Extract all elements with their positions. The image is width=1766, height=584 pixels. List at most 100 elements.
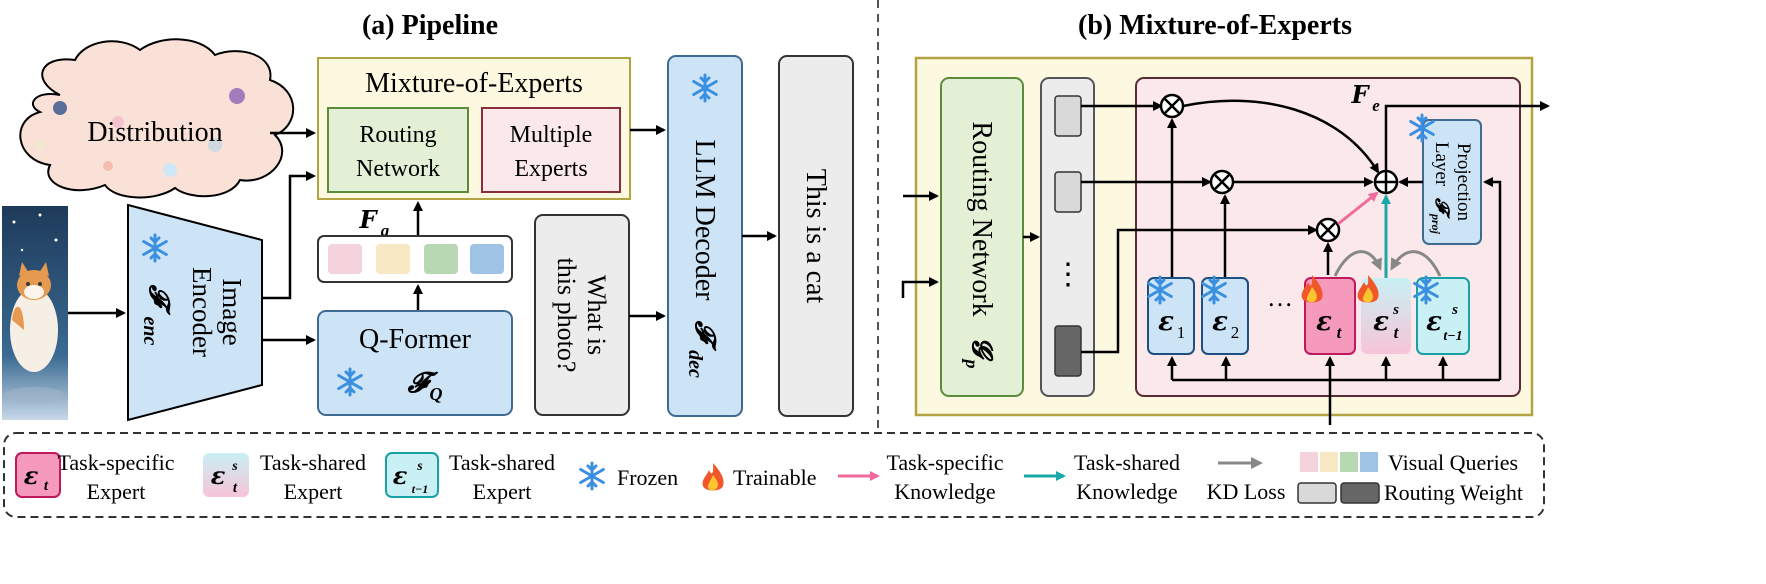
expert-symbol: 𝜺 <box>1158 307 1174 336</box>
query-token <box>328 244 362 274</box>
query-token <box>470 244 504 274</box>
legend-task-shared-knowledge: Task-shared Knowledge <box>1024 450 1180 504</box>
legend-task-specific-expert: 𝜺 t Task-specific Expert <box>15 450 175 504</box>
input-image <box>2 206 68 420</box>
expert-sup: s <box>1451 302 1458 318</box>
legend-frozen: Frozen <box>579 461 678 491</box>
legend-routing-weight: Routing Weight <box>1297 480 1523 505</box>
legend-label: Task-specific <box>887 450 1004 475</box>
llm-sub: dec <box>684 350 706 378</box>
multiply-node <box>1159 93 1185 119</box>
legend-label: Visual Queries <box>1388 450 1518 475</box>
qformer-sub: Q <box>430 384 443 404</box>
llm-decoder-box: LLM Decoder 𝓕 dec <box>667 55 743 417</box>
legend-expert-sub: t <box>233 480 238 496</box>
routing-weight <box>1054 171 1082 213</box>
distribution-cloud: Distribution <box>19 38 295 199</box>
expert-task-shared: 𝜺 s t <box>1357 275 1411 354</box>
routing-sub: p <box>962 358 982 369</box>
multiply-node <box>1209 169 1235 195</box>
legend-label: Frozen <box>617 465 678 490</box>
expert-task-specific: 𝜺 t <box>1301 275 1356 355</box>
expert-1: 𝜺 1 <box>1147 275 1195 355</box>
multiple-experts-label-2: Experts <box>514 156 587 182</box>
qformer-label: Q-Former <box>359 324 472 355</box>
proj-sub: proj <box>1429 213 1443 235</box>
image-encoder-label-2: Encoder <box>187 267 217 357</box>
expert-symbol: 𝜺 <box>1373 307 1389 336</box>
projection-layer: Projection Layer 𝓕 proj <box>1409 113 1482 245</box>
moe-title: Mixture-of-Experts <box>365 68 583 99</box>
answer-box: This is a cat <box>778 55 854 417</box>
distribution-label: Distribution <box>87 117 222 148</box>
answer-label: This is a cat <box>800 169 831 304</box>
expert-task-shared-prev: 𝜺 s t−1 <box>1413 275 1470 355</box>
encoder-sub: enc <box>139 317 161 346</box>
llm-decoder-label: LLM Decoder <box>689 140 720 302</box>
legend-label: Knowledge <box>894 479 995 504</box>
visual-queries <box>317 235 513 283</box>
legend-expert-sub: t <box>44 478 49 494</box>
experts-ellipsis: … <box>1267 283 1293 312</box>
weights-ellipsis: ⋮ <box>1053 258 1083 291</box>
question-box: What is this photo? <box>534 214 630 416</box>
multiply-node <box>1315 217 1341 243</box>
legend-expert-symbol: 𝜺 <box>393 464 408 490</box>
routing-weight <box>1054 325 1082 377</box>
projection-label-2: Layer <box>1431 142 1452 187</box>
legend-label: KD Loss <box>1207 479 1286 504</box>
query-token <box>424 244 458 274</box>
legend-label: Expert <box>473 479 532 504</box>
query-token <box>376 244 410 274</box>
legend-label: Trainable <box>733 465 817 490</box>
legend-trainable: Trainable <box>702 463 817 491</box>
multiple-experts-box <box>481 107 621 193</box>
expert-symbol: 𝜺 <box>1212 307 1228 336</box>
legend-task-specific-knowledge: Task-specific Knowledge <box>838 450 1004 504</box>
legend-label: Routing Weight <box>1384 480 1523 505</box>
projection-label-1: Projection <box>1453 143 1474 222</box>
question-line-2: this photo? <box>552 258 581 373</box>
legend-kd-loss: KD Loss <box>1207 457 1286 504</box>
multiple-experts-label-1: Multiple <box>510 122 593 148</box>
qformer-box: Q-Former 𝓕 Q <box>317 310 513 416</box>
routing-weights: ⋮ <box>1040 77 1095 397</box>
expert-sub: t <box>1394 323 1400 342</box>
expert-symbol: 𝜺 <box>1426 307 1442 336</box>
fe-symbol: 𝑭 <box>1350 83 1370 109</box>
moe-box: Mixture-of-Experts Routing Network Multi… <box>317 57 631 200</box>
legend-label: Knowledge <box>1076 479 1177 504</box>
fq-sub: q <box>381 221 390 240</box>
routing-weight <box>1054 95 1082 137</box>
legend-label: Task-shared <box>1074 450 1180 475</box>
kd-arrow <box>1333 250 1382 277</box>
legend-task-shared-expert: 𝜺 s t Task-shared Expert <box>203 450 366 504</box>
image-encoder: Image Encoder 𝓕 enc <box>127 203 263 422</box>
routing-network-detail-label: Routing Network <box>966 121 997 316</box>
kd-arrow <box>1390 250 1442 277</box>
fe-sub: e <box>1372 96 1380 115</box>
legend-label: Expert <box>284 479 343 504</box>
expert-sub: 1 <box>1177 323 1186 342</box>
legend-visual-queries: Visual Queries <box>1300 450 1518 475</box>
legend-task-shared-expert-prev: 𝜺 s t−1 Task-shared Expert <box>385 450 555 504</box>
expert-sub: t <box>1337 323 1343 342</box>
fq-symbol: 𝑭 <box>358 208 378 234</box>
legend-expert-symbol: 𝜺 <box>24 464 39 490</box>
expert-sub: 2 <box>1231 323 1240 342</box>
routing-network-label-2: Network <box>356 156 440 182</box>
routing-network-label-1: Routing <box>359 122 436 148</box>
question-line-1: What is <box>582 275 611 355</box>
legend-label: Expert <box>87 479 146 504</box>
legend-expert-sup: s <box>231 459 238 474</box>
title-pipeline: (a) Pipeline <box>362 10 498 41</box>
legend-expert-symbol: 𝜺 <box>211 464 226 490</box>
expert-sup: s <box>1392 302 1399 318</box>
expert-2: 𝜺 2 <box>1201 275 1249 355</box>
legend-expert-sub: t−1 <box>412 482 429 496</box>
legend-label: Task-specific <box>58 450 175 475</box>
image-encoder-label-1: Image <box>217 278 247 345</box>
sum-node <box>1373 169 1399 195</box>
legend-label: Task-shared <box>260 450 366 475</box>
